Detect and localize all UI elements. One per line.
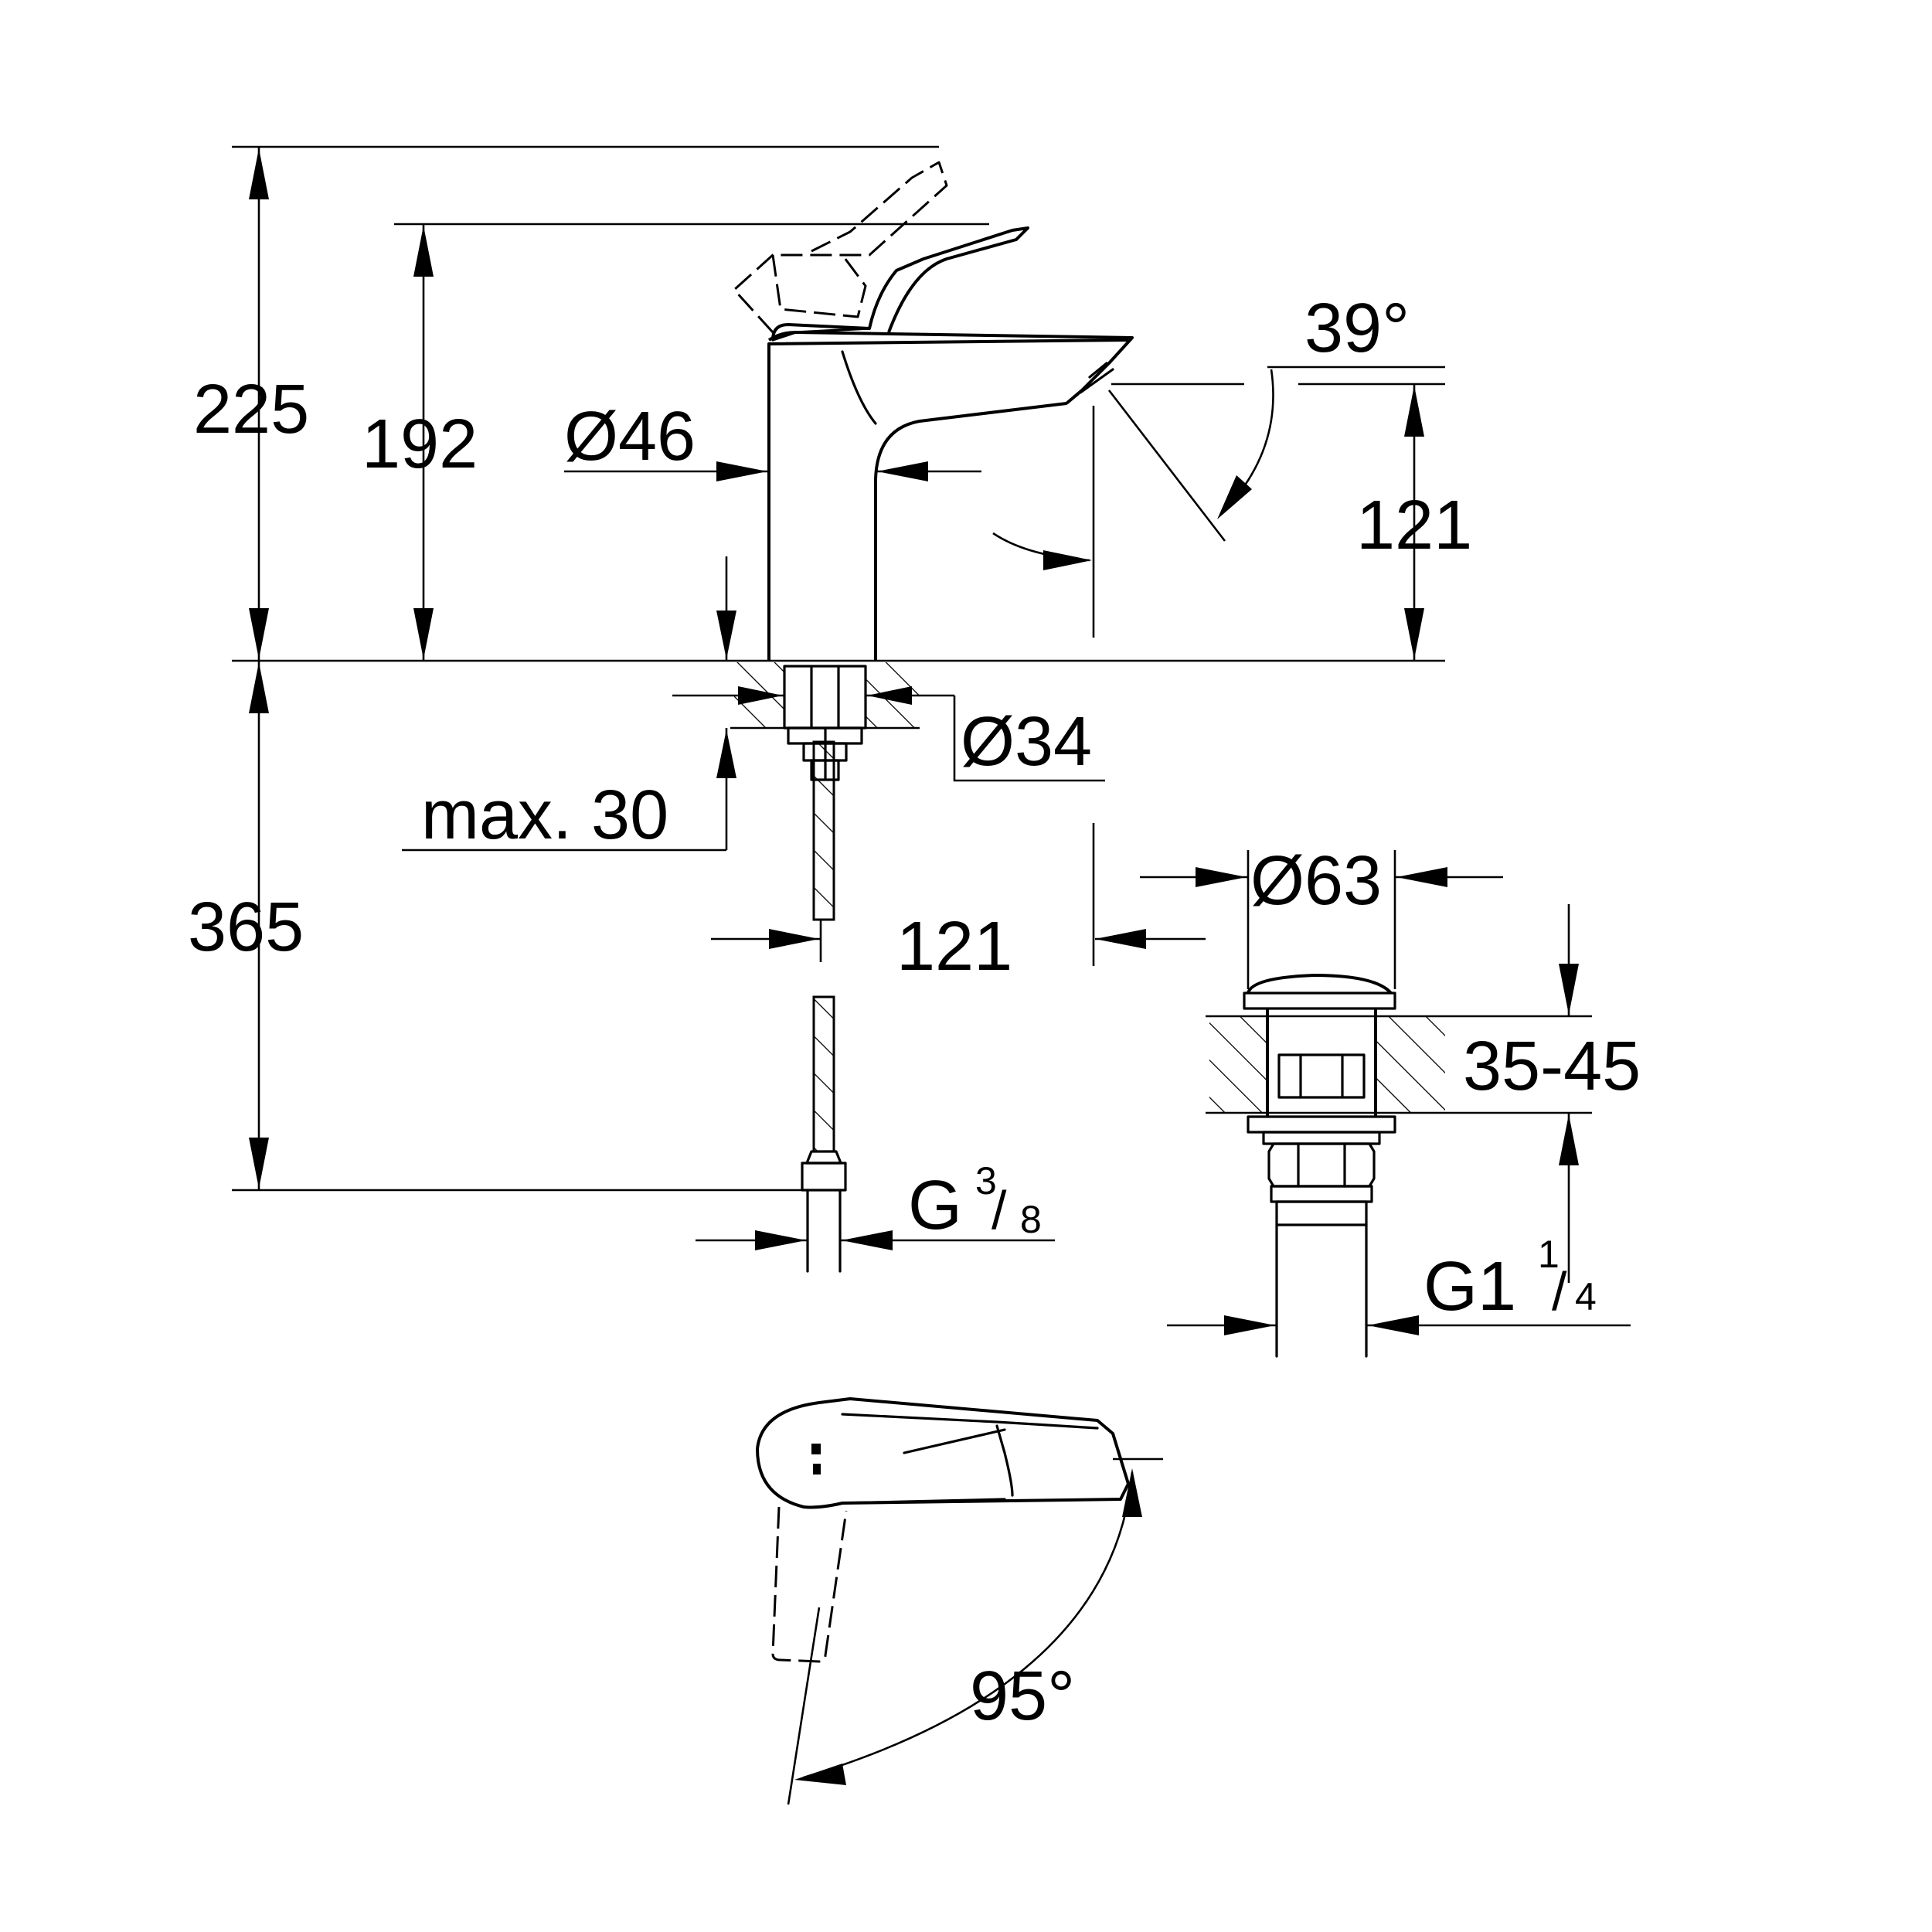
dim-thread-g114-slash: / bbox=[1552, 1261, 1567, 1321]
indicator-dot-lower bbox=[813, 1464, 821, 1475]
indicator-dot-upper bbox=[811, 1444, 821, 1454]
dimension-192: 192 bbox=[362, 223, 989, 661]
dimension-diameter-63: Ø63 bbox=[1140, 842, 1503, 989]
dim-121-height-label: 121 bbox=[1356, 487, 1472, 564]
dim-225-label: 225 bbox=[193, 371, 309, 448]
dim-thread-g114-g: G1 bbox=[1423, 1248, 1516, 1325]
dimension-angle-39: 39° bbox=[992, 290, 1445, 638]
dim-diameter-34-label: Ø34 bbox=[961, 703, 1092, 781]
waste-counter-right bbox=[1376, 1016, 1445, 1113]
dimension-365: 365 bbox=[188, 661, 808, 1192]
hose-upper bbox=[812, 740, 835, 921]
mounting-assembly bbox=[730, 662, 920, 1273]
faucet-side-view bbox=[733, 161, 1134, 661]
dimension-diameter-34: Ø34 bbox=[672, 686, 1105, 782]
dim-35-45-label: 35-45 bbox=[1463, 1028, 1641, 1105]
dim-thread-g38-g: G bbox=[908, 1167, 962, 1244]
dimension-121-height: 121 bbox=[1356, 384, 1472, 661]
dimension-35-45: 35-45 bbox=[1445, 904, 1641, 1283]
dim-thread-g38-slash: / bbox=[992, 1180, 1007, 1240]
dim-thread-g114-num: 1 bbox=[1538, 1233, 1560, 1276]
dimension-max-30: max. 30 bbox=[402, 556, 736, 854]
dim-diameter-46-label: Ø46 bbox=[564, 398, 696, 475]
dim-121-reach-label: 121 bbox=[896, 908, 1012, 985]
dim-thread-g38-num: 3 bbox=[975, 1159, 997, 1202]
dim-thread-g114-den: 4 bbox=[1575, 1275, 1597, 1318]
dimension-thread-g38: G 3 / 8 bbox=[696, 1159, 1055, 1250]
faucet-top-view: 95° bbox=[756, 1397, 1163, 1805]
dimension-225: 225 bbox=[193, 145, 939, 661]
dim-diameter-63-label: Ø63 bbox=[1250, 842, 1382, 920]
dimension-diameter-46: Ø46 bbox=[564, 398, 981, 481]
dimension-thread-g114: G1 1 / 4 bbox=[1167, 1233, 1631, 1335]
dim-365-label: 365 bbox=[188, 889, 304, 966]
dim-angle-39-label: 39° bbox=[1304, 290, 1410, 367]
dim-thread-g38-den: 8 bbox=[1020, 1198, 1042, 1241]
dimension-121-reach: 121 bbox=[711, 823, 1206, 985]
waste-counter-left bbox=[1209, 1016, 1267, 1113]
dim-192-label: 192 bbox=[362, 406, 478, 483]
dim-angle-95-label: 95° bbox=[970, 1658, 1075, 1735]
dim-max-30-label: max. 30 bbox=[421, 777, 668, 854]
hose-lower bbox=[812, 995, 835, 1153]
waste-valve bbox=[1206, 974, 1445, 1358]
